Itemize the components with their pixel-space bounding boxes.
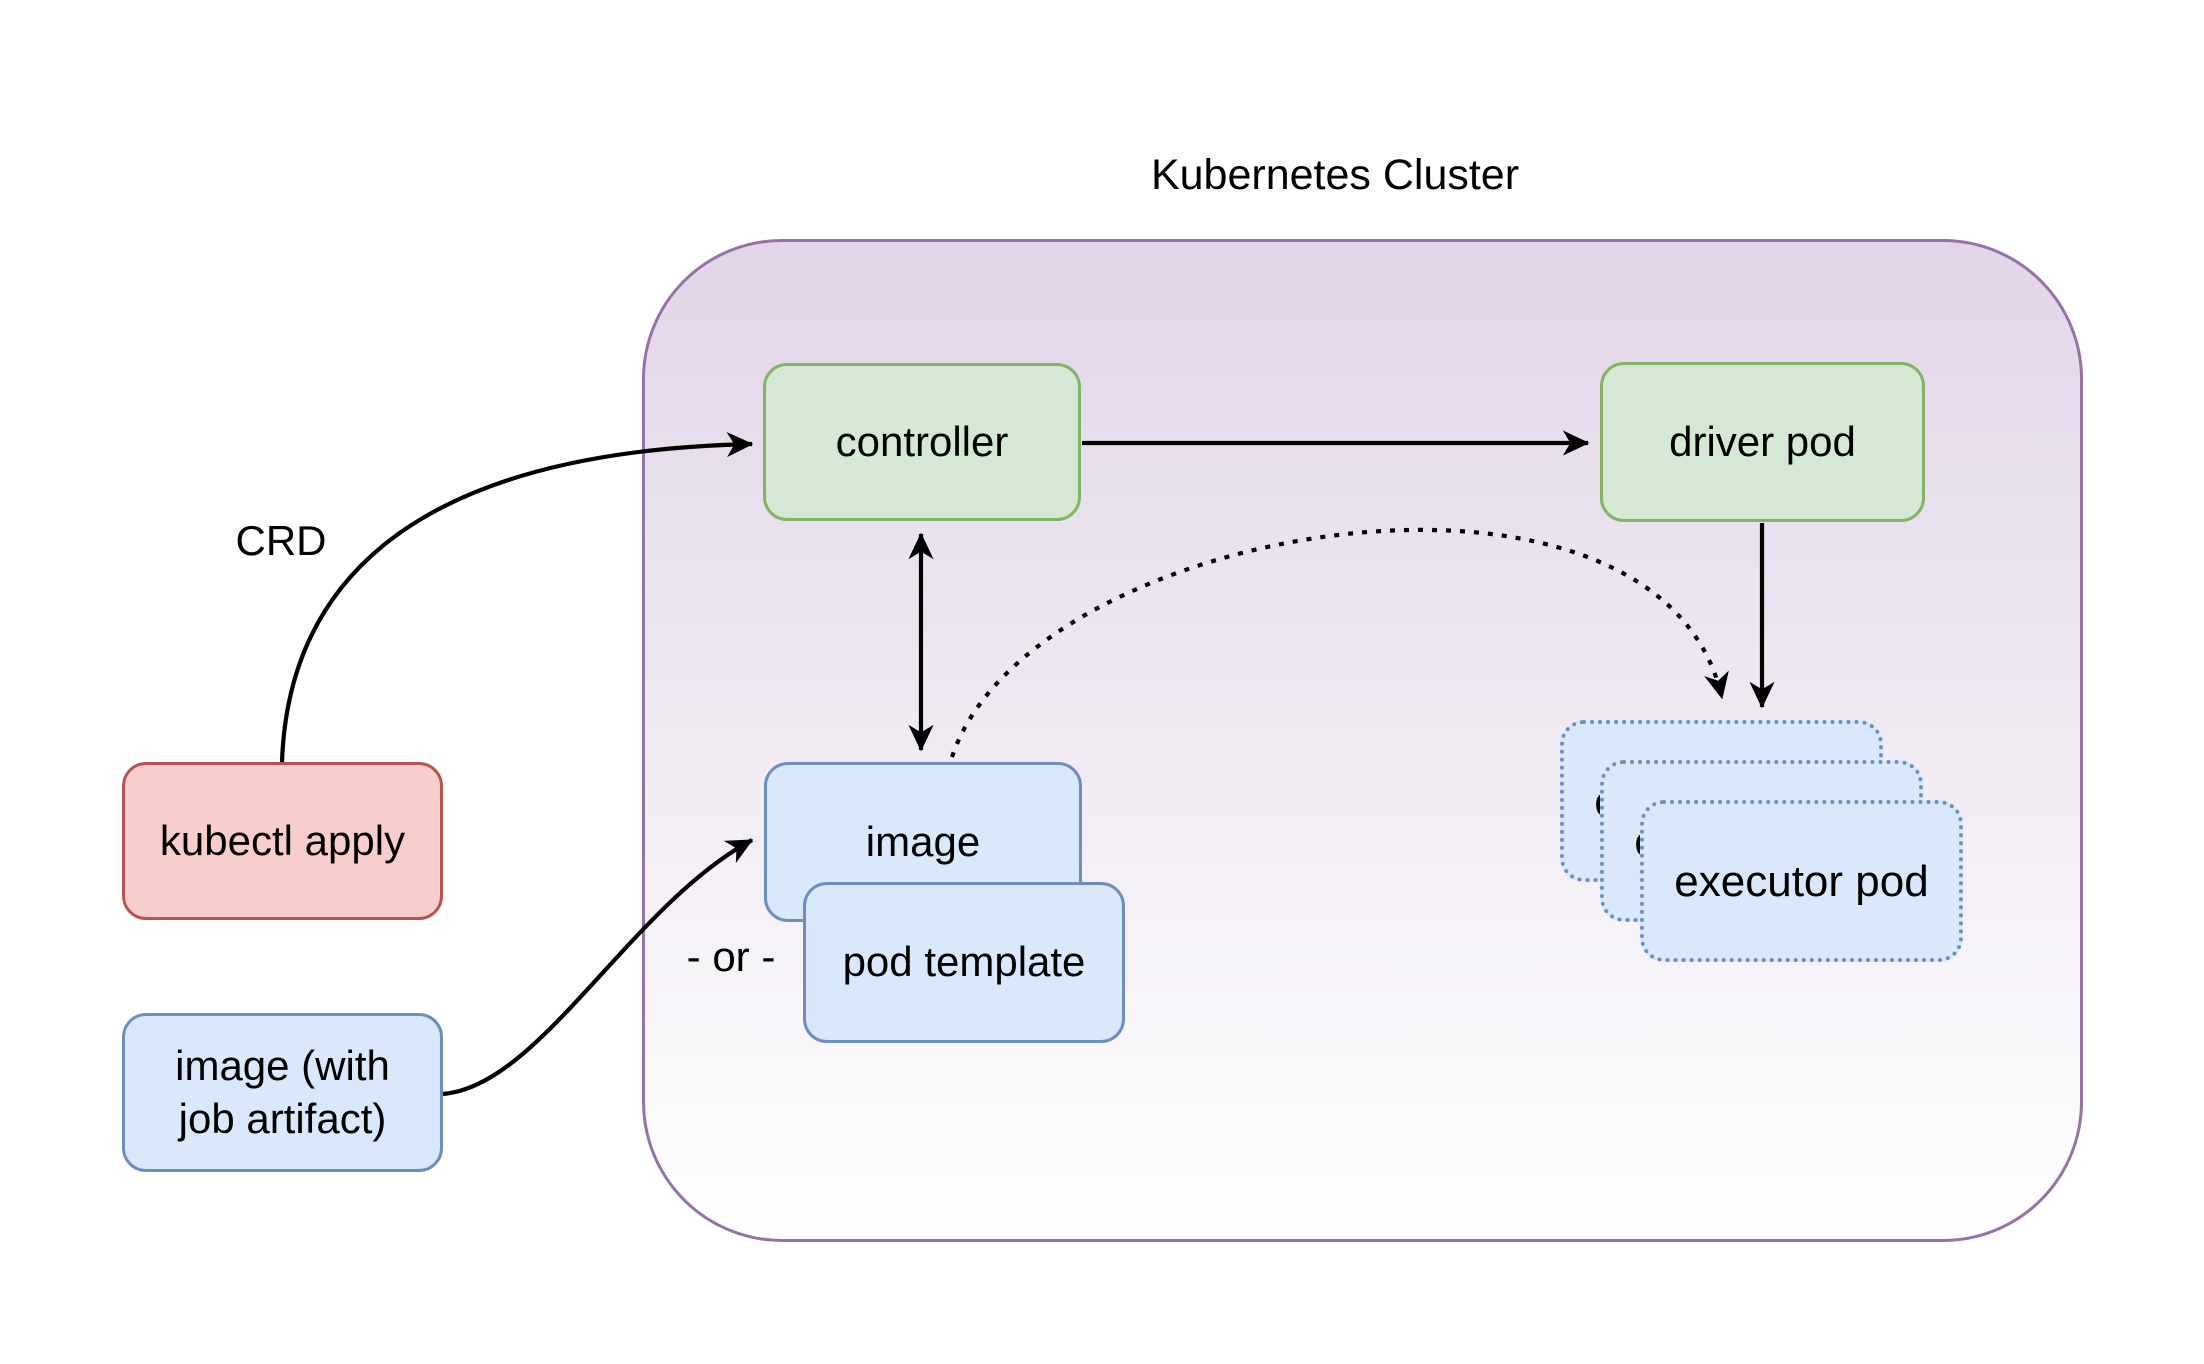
node-label: controller <box>835 417 1009 465</box>
node-image-with-job-artifact: image (with job artifact) <box>122 1013 443 1172</box>
node-label: kubectl apply <box>159 816 406 864</box>
node-label: image (with job artifact) <box>175 1040 390 1145</box>
cluster-title: Kubernetes Cluster <box>1150 151 1520 199</box>
node-driver-pod: driver pod <box>1600 362 1925 522</box>
node-label: pod template <box>842 938 1086 986</box>
node-label: driver pod <box>1669 417 1856 465</box>
node-pod-template: pod template <box>803 882 1125 1043</box>
node-label: image <box>865 817 981 865</box>
node-controller: controller <box>763 363 1081 521</box>
node-executor-pod-front: executor pod <box>1640 800 1963 962</box>
node-kubectl-apply: kubectl apply <box>122 762 443 920</box>
node-label: executor pod <box>1674 856 1929 906</box>
label-crd: CRD <box>235 517 327 564</box>
node-label-line2: job artifact) <box>178 1094 387 1142</box>
node-label-line1: image (with <box>175 1042 390 1089</box>
